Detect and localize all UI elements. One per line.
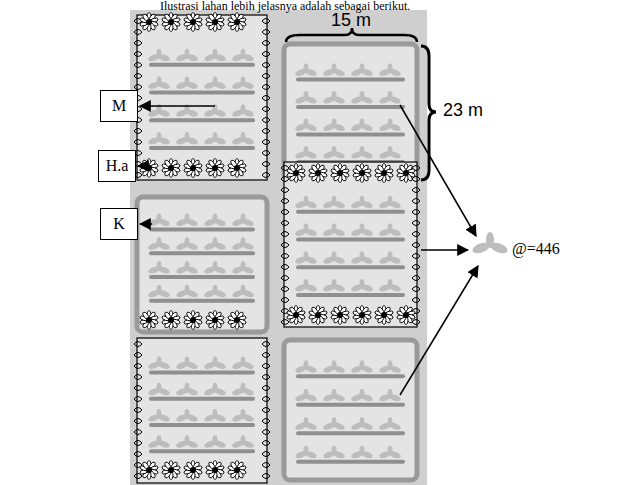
garden-plot (134, 338, 270, 483)
flower (183, 159, 202, 178)
flower (183, 13, 202, 32)
flower (374, 306, 393, 325)
flower (308, 164, 327, 183)
flower (330, 164, 349, 183)
flower (286, 306, 305, 325)
pointer-arrow (400, 266, 478, 395)
flower (139, 461, 158, 480)
flower (205, 311, 224, 330)
width-brace (286, 28, 417, 42)
flower (205, 461, 224, 480)
box-label: M (112, 97, 126, 115)
flower (139, 159, 158, 178)
flower (286, 164, 305, 183)
flower (308, 306, 327, 325)
flower (352, 306, 371, 325)
flower (139, 311, 158, 330)
flower (183, 311, 202, 330)
box-label: H.a (106, 157, 129, 175)
plant-count: @=446 (512, 240, 560, 258)
garden-plot (284, 340, 417, 480)
flower (374, 164, 393, 183)
garden-plot (134, 15, 270, 180)
flower (396, 164, 415, 183)
flower (161, 461, 180, 480)
flower (205, 159, 224, 178)
length-brace (421, 46, 436, 180)
garden-plot (137, 197, 267, 332)
flower (396, 306, 415, 325)
box-label: K (113, 215, 125, 233)
flower (205, 13, 224, 32)
flower (352, 164, 371, 183)
pointer-arrow (400, 105, 476, 236)
flower (227, 461, 246, 480)
label-box: H.a (98, 150, 136, 182)
garden-plot (281, 162, 420, 327)
flower (161, 13, 180, 32)
flower (161, 311, 180, 330)
land-ground (130, 10, 427, 485)
dimension-label: 23 m (443, 101, 483, 121)
label-box: K (100, 208, 138, 240)
garden-plot (284, 44, 417, 180)
flower (227, 13, 246, 32)
flower (330, 306, 349, 325)
flower (227, 159, 246, 178)
pointer-arrow (421, 249, 468, 251)
plant-icon (471, 232, 509, 255)
dimension-label: 15 m (331, 11, 371, 31)
leader-arrow (140, 105, 215, 107)
label-box: M (100, 90, 138, 122)
leader-arrow (140, 223, 152, 225)
flower (139, 13, 158, 32)
flower (183, 461, 202, 480)
flower (227, 311, 246, 330)
leader-arrow (138, 165, 150, 167)
intro-text: Ilustrasi lahan lebih jelasnya adalah se… (160, 0, 410, 13)
flower (161, 159, 180, 178)
